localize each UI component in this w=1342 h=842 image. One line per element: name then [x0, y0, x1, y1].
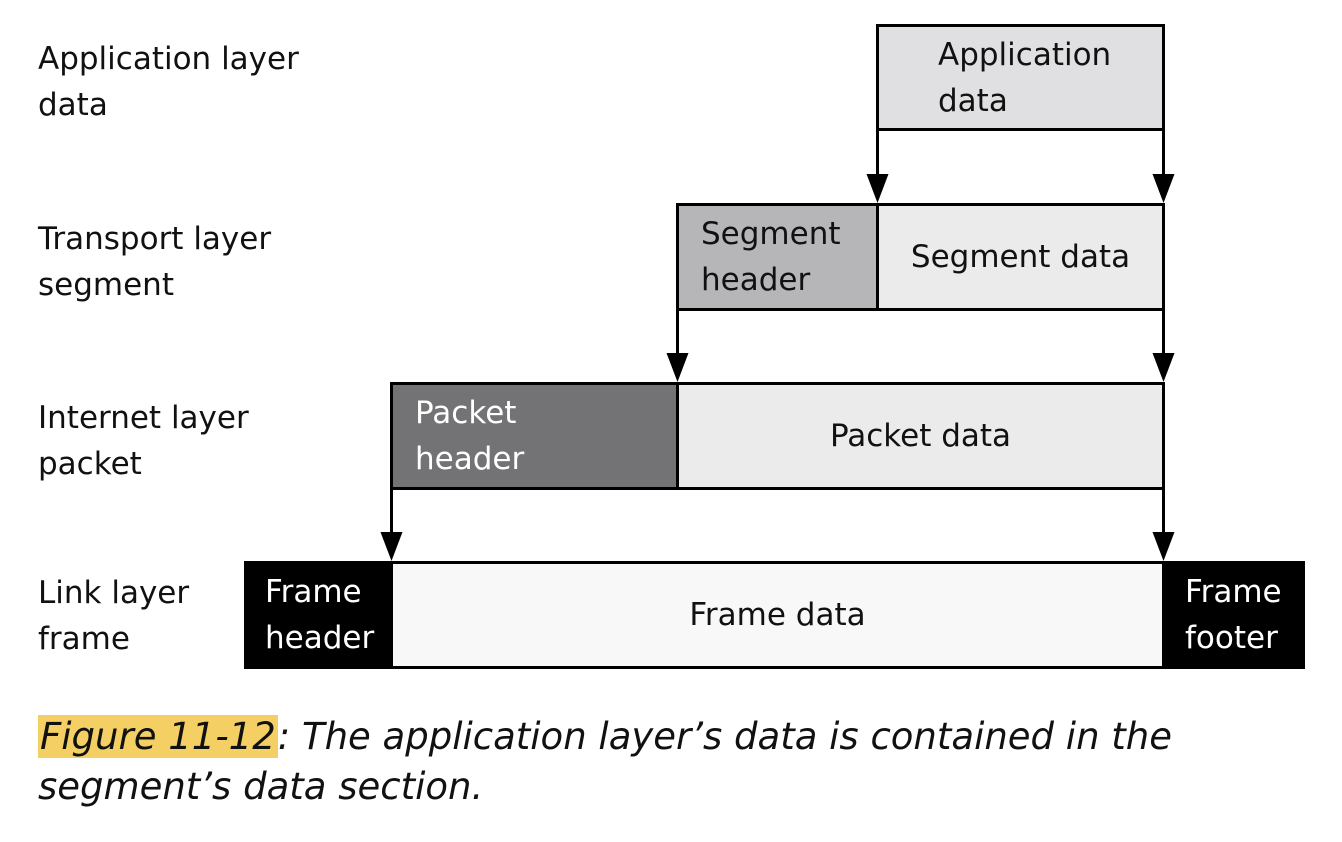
packet-data-label: Packet data — [829, 418, 1012, 454]
arrowhead-icon — [1152, 532, 1175, 561]
frame-data-label: Frame data — [689, 597, 866, 633]
link-layer-label: Link layer frame — [38, 575, 190, 657]
transport-layer-label: Transport layer segment — [38, 221, 272, 303]
arrowhead-icon — [1152, 174, 1175, 203]
packet-header-box: Packet header — [390, 382, 679, 490]
application-data-label: Application data — [938, 36, 1112, 119]
figure-caption: Figure 11-12: The application layer’s da… — [38, 712, 1318, 812]
segment-header-box: Segment header — [676, 203, 879, 311]
frame-header-label: Frame header — [265, 574, 375, 656]
arrowhead-icon — [866, 174, 889, 203]
arrowhead-icon — [666, 353, 689, 382]
arrowhead-icon — [1152, 353, 1175, 382]
packet-data-box: Packet data — [676, 382, 1165, 490]
arrowhead-icon — [380, 532, 403, 561]
segment-header-label: Segment header — [701, 216, 841, 298]
figure-caption-text: : The application layer’s data is contai… — [38, 715, 1173, 808]
figure-number: Figure 11-12 — [38, 715, 278, 758]
packet-header-label: Packet header — [415, 395, 525, 477]
application-layer-label: Application layer data — [38, 41, 299, 123]
frame-footer-box: Frame footer — [1162, 561, 1305, 669]
segment-data-box: Segment data — [876, 203, 1165, 311]
segment-data-label: Segment data — [910, 239, 1131, 275]
frame-header-box: Frame header — [244, 561, 393, 669]
frame-footer-label: Frame footer — [1185, 574, 1282, 656]
frame-data-box: Frame data — [390, 561, 1165, 669]
application-data-box: Application data — [876, 24, 1165, 131]
internet-layer-label: Internet layer packet — [38, 400, 249, 482]
